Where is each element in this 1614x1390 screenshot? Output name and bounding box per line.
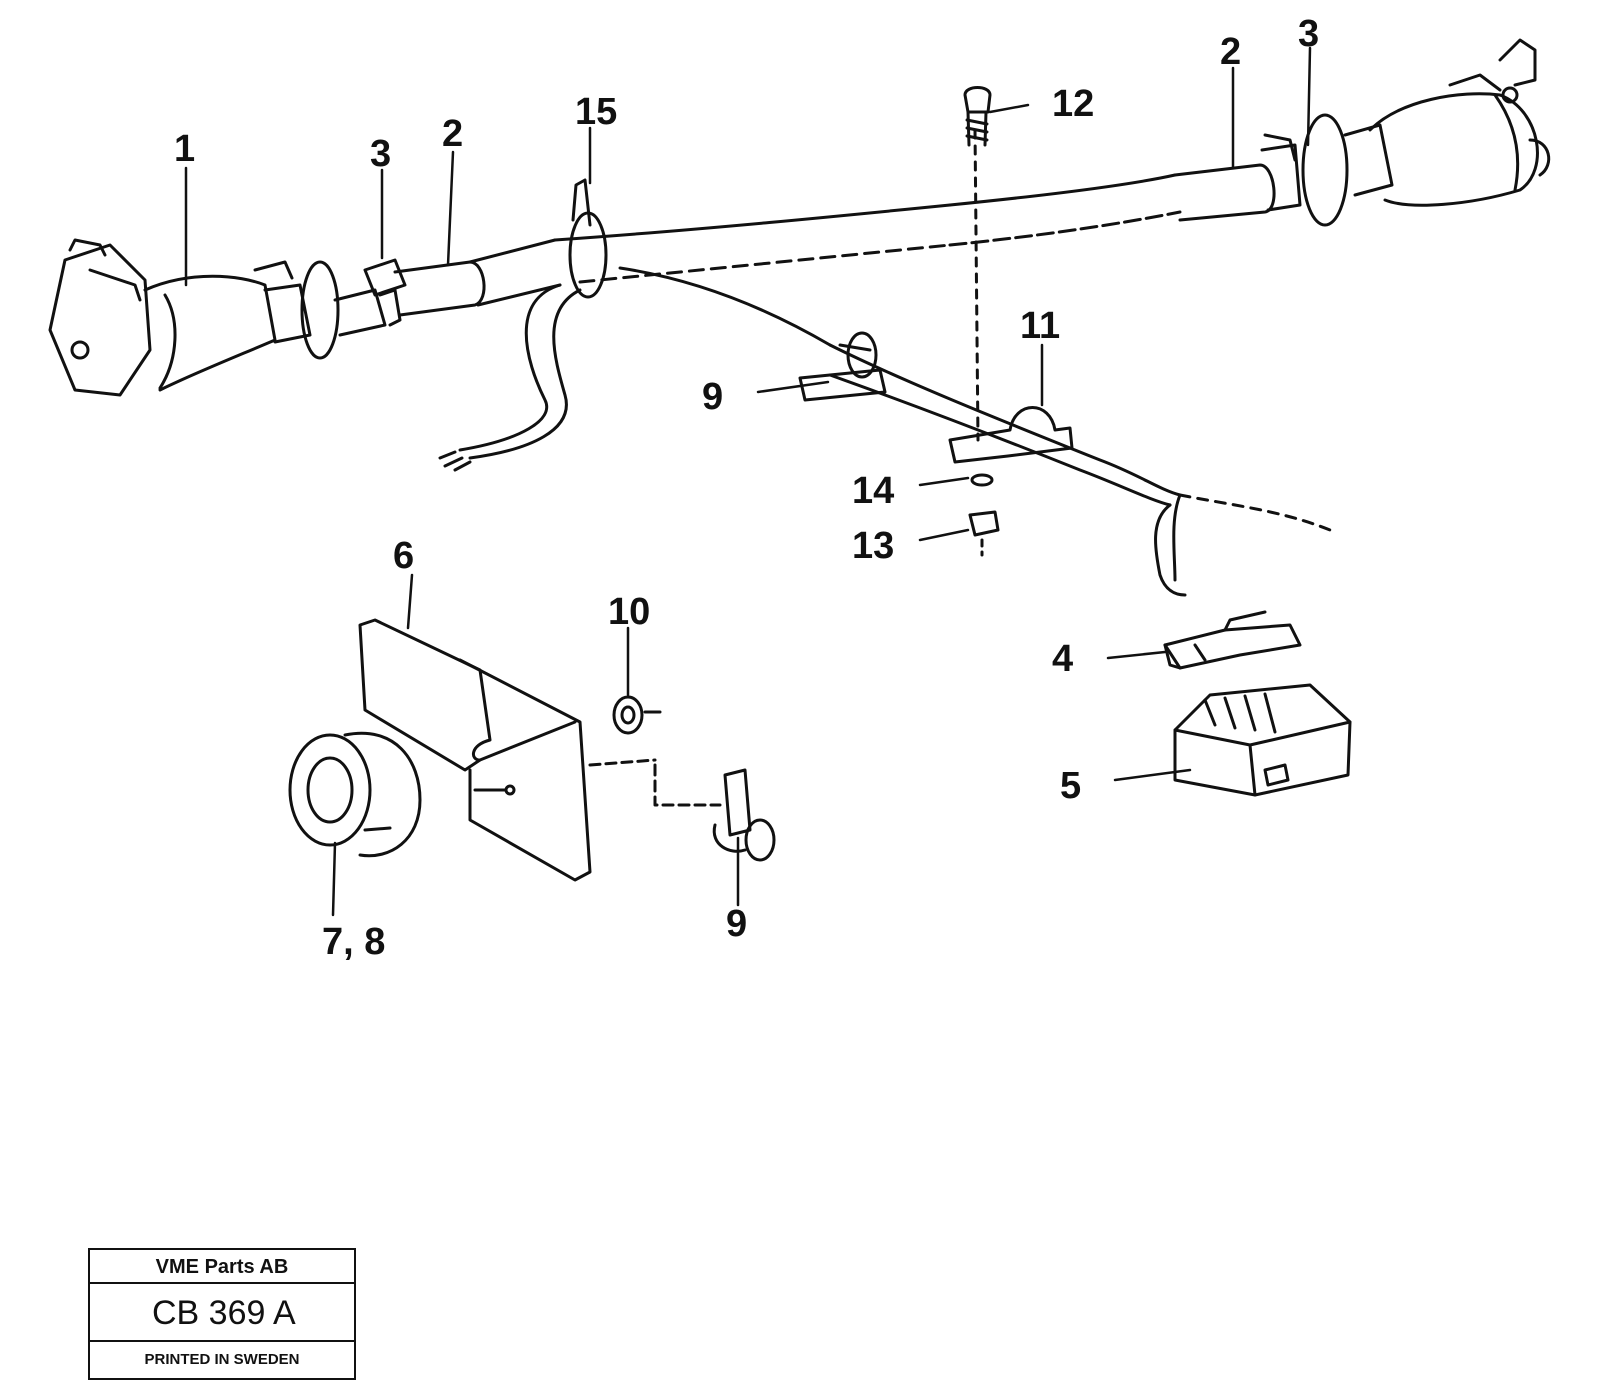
right-hose-sleeve — [1173, 133, 1302, 222]
bracket — [358, 618, 592, 882]
title-block: VME Parts AB CB 369 A PRINTED IN SWEDEN — [88, 1248, 356, 1380]
branch-cable-left — [438, 283, 582, 472]
callout-11: 11 — [1020, 305, 1061, 347]
callout-7-8: 7, 8 — [322, 921, 386, 963]
callout-10: 10 — [608, 591, 651, 633]
leader-lines — [184, 46, 1312, 917]
left-hose-sleeve — [393, 238, 562, 317]
right-plug-connector — [1301, 38, 1551, 227]
callout-9: 9 — [702, 376, 724, 418]
connector-housing — [1173, 683, 1352, 797]
callout-13: 13 — [852, 525, 895, 567]
grommet — [612, 695, 662, 735]
terminal — [1163, 610, 1302, 670]
callout-6: 6 — [393, 535, 415, 577]
printed-note: PRINTED IN SWEDEN — [144, 1351, 300, 1368]
callout-3: 3 — [370, 133, 392, 175]
left-socket-connector — [48, 238, 407, 397]
callout-9: 9 — [726, 903, 748, 945]
callout-14: 14 — [852, 470, 895, 512]
drawing-code: CB 369 A — [90, 1284, 354, 1342]
clip-upper — [798, 331, 887, 402]
callout-3: 3 — [1298, 13, 1320, 55]
clip-lower — [588, 758, 776, 862]
callout-2: 2 — [442, 113, 464, 155]
callout-2: 2 — [1220, 31, 1242, 73]
callout-12: 12 — [1052, 83, 1095, 125]
clamp-assembly — [948, 86, 1074, 557]
main-cable — [553, 173, 1182, 299]
callout-5: 5 — [1060, 765, 1082, 807]
callout-15: 15 — [575, 91, 618, 133]
lamp — [288, 731, 422, 858]
company-name: VME Parts AB — [90, 1250, 354, 1284]
callout-1: 1 — [174, 128, 196, 170]
lower-cable — [618, 266, 1332, 597]
callout-4: 4 — [1052, 638, 1074, 680]
